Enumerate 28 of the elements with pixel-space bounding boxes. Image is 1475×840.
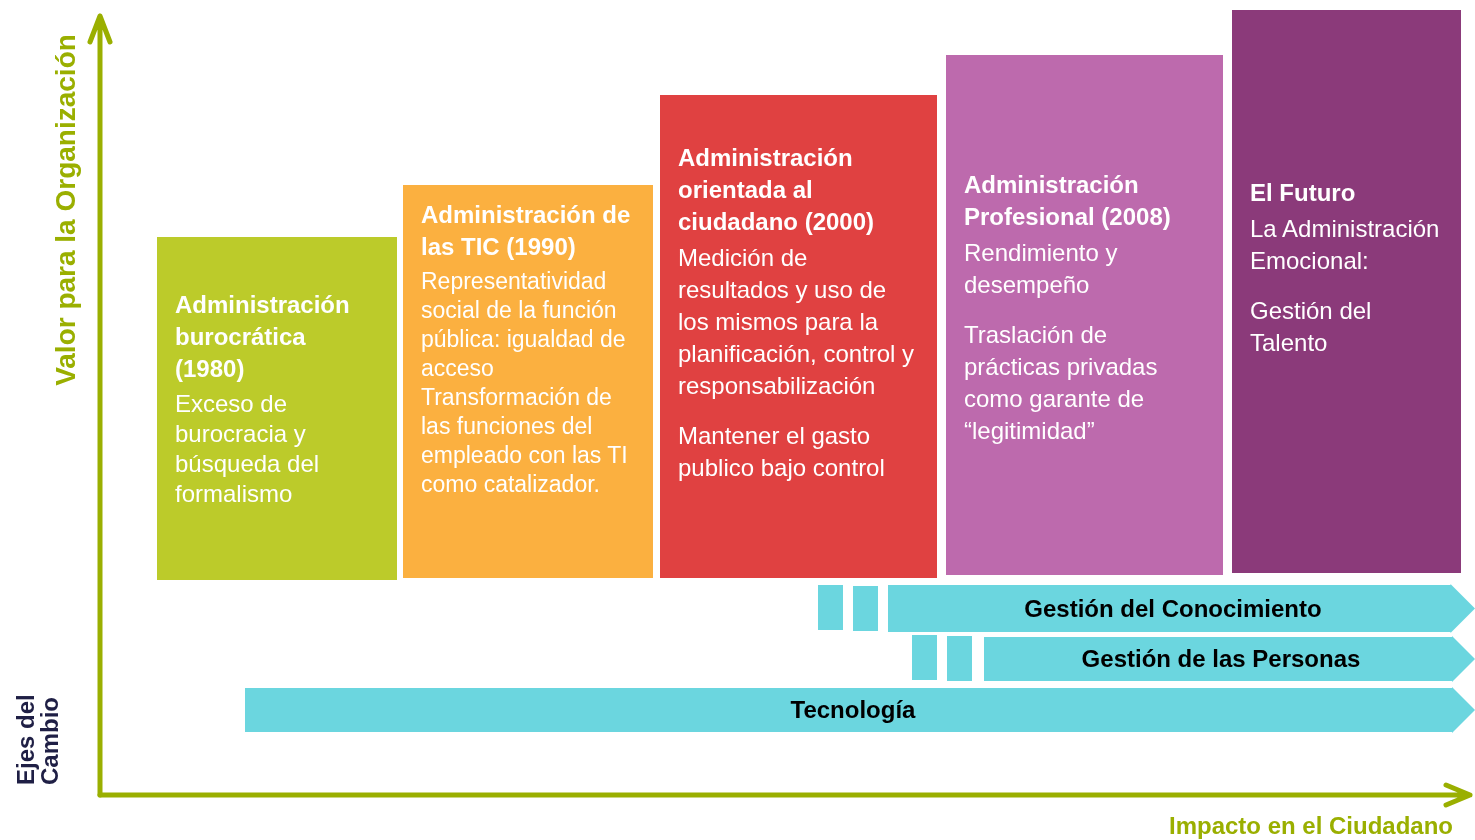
arrow-band xyxy=(984,636,1475,682)
era-description: La Administración Emocional: xyxy=(1250,214,1441,276)
era-description: Medición de resultados y uso de los mismos para la planificación, control y responsabilización xyxy=(678,243,916,401)
band-label: Tecnología xyxy=(790,696,916,724)
era-heading: El Futuro xyxy=(1250,178,1357,208)
axis-title: Ejes del Cambio xyxy=(14,693,62,785)
era-heading: Administración burocrática (1980) xyxy=(175,290,351,384)
era-box xyxy=(1232,10,1461,573)
era-description: Mantener el gasto publico bajo control xyxy=(678,421,886,483)
era-description: Exceso de burocracia y búsqueda del formalismo xyxy=(175,389,321,509)
era-description: Rendimiento y desempeño xyxy=(964,238,1119,300)
era-description: Traslación de prácticas privadas como garante de “legitimidad” xyxy=(964,320,1159,446)
era-box xyxy=(403,185,653,578)
era-box xyxy=(157,237,397,580)
era-box xyxy=(660,95,937,578)
arrow-band xyxy=(888,584,1475,633)
era-heading: Administración orientada al ciudadano (2000) xyxy=(678,143,876,237)
arrow-band xyxy=(245,687,1475,733)
axis-title: Valor para la Organización xyxy=(52,34,80,386)
band-label: Gestión del Conocimiento xyxy=(1024,594,1322,623)
era-box xyxy=(946,55,1223,575)
band-label: Gestión de las Personas xyxy=(1081,645,1361,673)
era-description: Representatividad social de la función pública: igualdad de acceso xyxy=(421,267,627,383)
era-description: Gestión del Talento xyxy=(1250,296,1373,358)
era-heading: Administración de las TIC (1990) xyxy=(421,200,632,262)
era-heading: Administración Profesional (2008) xyxy=(964,170,1172,232)
era-description: Transformación de las funciones del empleado con las TI como catalizador. xyxy=(421,383,629,499)
axis-title: Impacto en el Ciudadano xyxy=(1169,814,1453,838)
